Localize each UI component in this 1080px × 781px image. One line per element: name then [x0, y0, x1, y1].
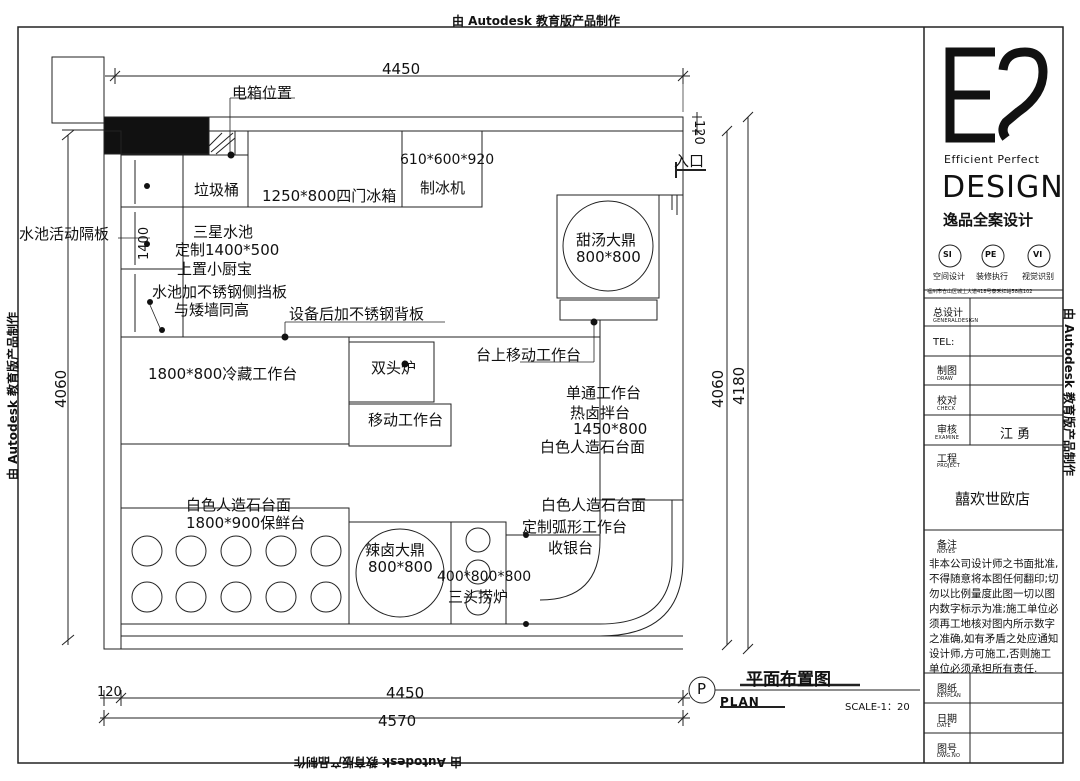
label-mobile-table: 移动工作台: [368, 411, 444, 429]
label-three-stove-1: 400*800*800: [437, 569, 532, 585]
bottom-dwg-cn: 图号: [937, 744, 957, 755]
label-sink-side-1: 水池加不锈钢侧挡板: [152, 283, 288, 301]
label-mobile-top: 台上移动工作台: [476, 346, 582, 364]
label-elec-box: 电箱位置: [232, 84, 293, 102]
plan-symbol: P: [697, 680, 707, 698]
label-fresh-1: 白色人造石台面: [186, 496, 292, 514]
dim-top-wall: 120: [691, 120, 706, 145]
label-ice-dim: 610*600*920: [400, 152, 495, 168]
label-double-stove: 双头炉: [371, 359, 417, 377]
label-spicy-1: 辣卤大鼎: [365, 541, 426, 559]
column-box: [51, 56, 105, 124]
label-soup-2: 800*800: [576, 248, 641, 266]
circle-si: SI: [943, 250, 952, 259]
row-design-en: GENERALDESIGN: [933, 318, 979, 324]
label-back-plate: 设备后加不锈钢背板: [289, 305, 425, 323]
watermark-right: 由 Autodesk 教育版产品制作: [1062, 308, 1076, 477]
company-name: 逸品全案设计: [943, 211, 1034, 229]
label-cashier-1: 白色人造石台面: [541, 496, 647, 514]
label-cashier-2: 定制弧形工作台: [522, 518, 628, 536]
label-entrance: 入口: [674, 152, 705, 170]
dim-top-width: 4450: [382, 60, 421, 78]
watermark-bottom: 由 Autodesk 教育版产品制作: [293, 755, 462, 769]
row-project-en: PROJECT: [937, 463, 961, 469]
row-design-cn: 总设计: [933, 308, 963, 319]
watermark-top: 由 Autodesk 教育版产品制作: [452, 14, 621, 28]
dim-right-inner: 4060: [709, 369, 727, 408]
plan-en: PLAN: [720, 695, 760, 709]
label-sink-partition: 水池活动隔板: [19, 225, 110, 243]
dim-bottom-wall: 120: [97, 685, 122, 700]
dim-right-total: 4180: [730, 366, 748, 405]
notes-text: 非本公司设计师之书面批准,不得随意将本图任何翻印;切勿以比例量度此图一切以图内数…: [929, 558, 1059, 675]
dim-bottom-inner: 4450: [386, 684, 425, 702]
label-single-4: 白色人造石台面: [540, 438, 646, 456]
label-cold-table: 1800*800冷藏工作台: [148, 365, 298, 383]
row-exam-value: 江 勇: [1000, 427, 1031, 442]
ice-machine-box: [401, 130, 483, 208]
label-cashier-3: 收银台: [548, 539, 594, 557]
bottom-date-en: DATE: [937, 723, 951, 729]
row-draw-cn: 制图: [937, 366, 957, 377]
notes-en: NOTES: [937, 549, 956, 555]
plan-scale: SCALE-1：20: [845, 702, 910, 713]
watermark-left: 由 Autodesk 教育版产品制作: [6, 311, 20, 480]
row-exam-en: EXAMINE: [935, 435, 960, 441]
soup-cauldron-box: [556, 194, 660, 299]
label-sink-side-2: 与矮墙同高: [174, 301, 250, 319]
label-fridge: 1250*800四门冰箱: [262, 187, 397, 205]
label-trash: 垃圾桶: [194, 181, 240, 199]
label-single-2: 热卤拌台: [570, 404, 631, 422]
sheet-border: [17, 26, 1064, 764]
row-tel: TEL:: [933, 337, 955, 348]
dim-sink-height: 1400: [137, 226, 152, 260]
logo-design: DESIGN: [942, 170, 1064, 205]
label-sink-3: 上置小厨宝: [177, 260, 253, 278]
row-project-cn: 工程: [937, 454, 957, 465]
circle-vi-label: 视觉识别: [1022, 272, 1054, 281]
electric-box: [103, 116, 210, 155]
fresh-table-wells: [131, 535, 342, 613]
row-draw-en: DRAW: [937, 376, 954, 382]
left-wall: [103, 130, 122, 650]
label-sink-2: 定制1400*500: [175, 241, 280, 259]
mobile-table: [348, 403, 452, 447]
project-name: 囍欢世欧店: [955, 490, 1031, 508]
three-stove-box: [450, 521, 507, 625]
circle-si-label: 空间设计: [933, 272, 965, 281]
bottom-date-cn: 日期: [937, 714, 957, 725]
row-check-cn: 校对: [937, 396, 957, 407]
label-three-stove-2: 三头捞炉: [448, 588, 509, 606]
label-ice: 制冰机: [420, 179, 466, 197]
company-address: 福州市仓山区城上大道418号泰禾红峪58栋102: [927, 289, 1033, 295]
double-stove: [348, 341, 435, 403]
plan-title: 平面布置图: [746, 670, 831, 690]
bottom-keyplan-en: KEYPLAN: [937, 693, 961, 699]
row-exam-cn: 审核: [937, 425, 957, 436]
bottom-keyplan-cn: 图纸: [937, 684, 957, 695]
circle-pe: PE: [985, 250, 997, 259]
label-fresh-2: 1800*900保鲜台: [186, 514, 306, 532]
notes-cn: 备注: [937, 540, 957, 551]
label-sink-1: 三星水池: [193, 223, 254, 241]
dim-bottom-total: 4570: [378, 712, 417, 730]
label-soup-1: 甜汤大鼎: [576, 231, 637, 249]
label-single-1: 单通工作台: [566, 384, 642, 402]
cold-table: [120, 336, 350, 445]
label-single-3: 1450*800: [573, 420, 648, 438]
e2-logo: [945, 47, 1048, 143]
row-check-en: CHECK: [937, 406, 956, 412]
circle-pe-label: 装修执行: [976, 272, 1008, 281]
circle-vi: VI: [1033, 250, 1043, 259]
bottom-dwg-en: DWG.NO: [937, 753, 961, 759]
logo-subtitle: Efficient Perfect: [944, 153, 1040, 166]
label-spicy-2: 800*800: [368, 558, 433, 576]
dim-left-height: 4060: [52, 369, 70, 408]
